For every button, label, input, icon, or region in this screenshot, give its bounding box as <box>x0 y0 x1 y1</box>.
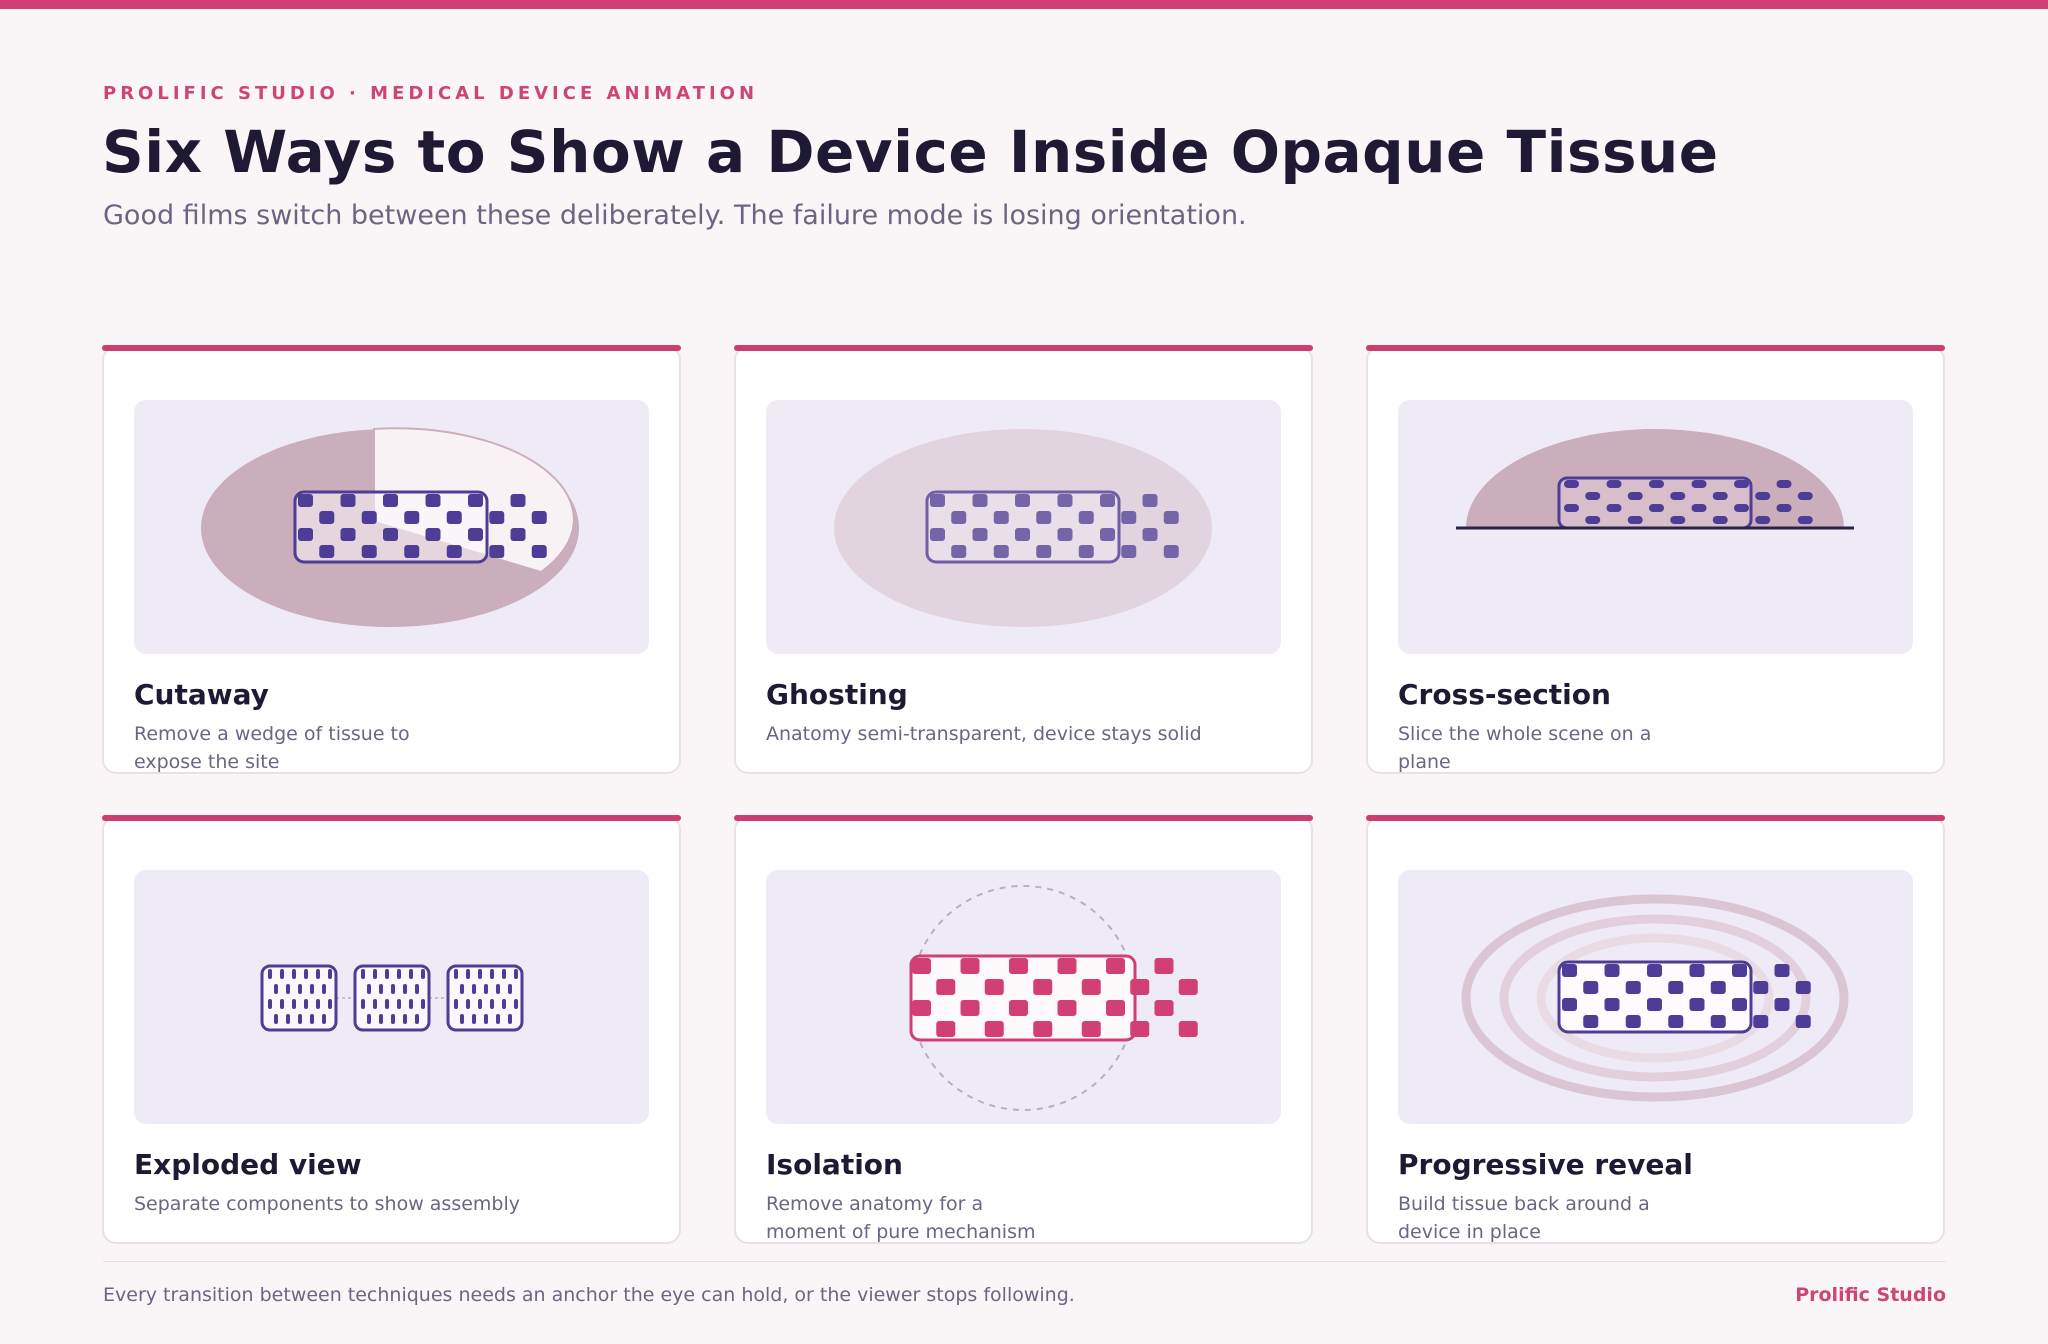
card-exploded-view: Exploded view Separate components to sho… <box>102 815 681 1244</box>
card-description: Remove anatomy for a moment of pure mech… <box>766 1193 1036 1243</box>
card-accent-bar <box>102 815 681 821</box>
exploded-view-illustration <box>134 870 649 1124</box>
isolation-illustration <box>766 870 1281 1124</box>
card-description: Separate components to show assembly <box>134 1193 520 1215</box>
top-accent-bar <box>0 0 2048 9</box>
cutaway-illustration <box>134 400 649 654</box>
card-description: Remove a wedge of tissue to expose the s… <box>134 723 410 773</box>
page-subtitle: Good films switch between these delibera… <box>103 200 1247 231</box>
card-accent-bar <box>1366 345 1945 351</box>
card-cutaway: Cutaway Remove a wedge of tissue to expo… <box>102 345 681 774</box>
card-title: Cutaway <box>134 678 269 711</box>
card-cross-section: Cross-section Slice the whole scene on a… <box>1366 345 1945 774</box>
card-description: Build tissue back around a device in pla… <box>1398 1193 1650 1243</box>
card-title: Isolation <box>766 1148 903 1181</box>
card-accent-bar <box>734 345 1313 351</box>
progressive-reveal-illustration <box>1398 870 1913 1124</box>
footer-note: Every transition between techniques need… <box>103 1284 1075 1306</box>
card-accent-bar <box>1366 815 1945 821</box>
card-title: Progressive reveal <box>1398 1148 1693 1181</box>
card-description: Anatomy semi-transparent, device stays s… <box>766 723 1202 745</box>
cross-section-illustration <box>1398 400 1913 654</box>
card-title: Exploded view <box>134 1148 362 1181</box>
card-ghosting: Ghosting Anatomy semi-transparent, devic… <box>734 345 1313 774</box>
card-title: Ghosting <box>766 678 908 711</box>
card-progressive-reveal: Progressive reveal Build tissue back aro… <box>1366 815 1945 1244</box>
eyebrow-label: PROLIFIC STUDIO · MEDICAL DEVICE ANIMATI… <box>103 83 759 104</box>
card-description: Slice the whole scene on a plane <box>1398 723 1652 773</box>
footer-divider <box>103 1261 1946 1262</box>
card-accent-bar <box>734 815 1313 821</box>
footer-brand: Prolific Studio <box>1795 1284 1946 1306</box>
card-isolation: Isolation Remove anatomy for a moment of… <box>734 815 1313 1244</box>
page-title: Six Ways to Show a Device Inside Opaque … <box>102 118 1719 186</box>
card-accent-bar <box>102 345 681 351</box>
card-title: Cross-section <box>1398 678 1611 711</box>
ghosting-illustration <box>766 400 1281 654</box>
